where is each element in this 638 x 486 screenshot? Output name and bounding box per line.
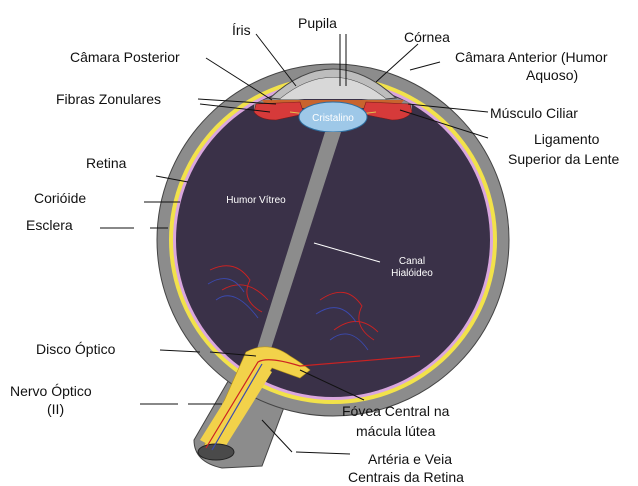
cornea-label: Córnea: [404, 29, 450, 45]
optic-nerve-label-line1: Nervo Óptico: [10, 383, 92, 399]
canal-label-line2: Hialóideo: [391, 268, 433, 279]
anterior-chamber-label-line1: Câmara Anterior (Humor: [455, 49, 608, 65]
anterior-chamber-label-line2: Aquoso): [526, 67, 578, 83]
ligament-label-line2: Superior da Lente: [508, 151, 620, 167]
canal-label-line1: Canal: [399, 256, 425, 267]
posterior-chamber-label: Câmara Posterior: [70, 49, 180, 65]
optic-disc-label: Disco Óptico: [36, 341, 116, 357]
optic-nerve-label-line2: (II): [47, 401, 64, 417]
vitreous-label: Humor Vítreo: [226, 195, 286, 206]
central-vessels-label-line1: Artéria e Veia: [368, 451, 452, 467]
retina-label: Retina: [86, 155, 127, 171]
sclera-label: Esclera: [26, 217, 73, 233]
central-vessels-label-line2: Centrais da Retina: [348, 469, 464, 485]
iris-label: Íris: [232, 22, 251, 38]
choroid-label: Corióide: [34, 190, 86, 206]
optic-nerve-end: [198, 444, 234, 460]
ciliary-muscle-label: Músculo Ciliar: [490, 105, 578, 121]
zonular-fibers-label: Fibras Zonulares: [56, 91, 161, 107]
fovea-label-line2: mácula lútea: [356, 423, 436, 439]
fovea-label-line1: Fóvea Central na: [342, 403, 450, 419]
lens-label: Cristalino: [312, 113, 354, 124]
ligament-label-line1: Ligamento: [534, 131, 600, 147]
pupil-label: Pupila: [298, 15, 337, 31]
